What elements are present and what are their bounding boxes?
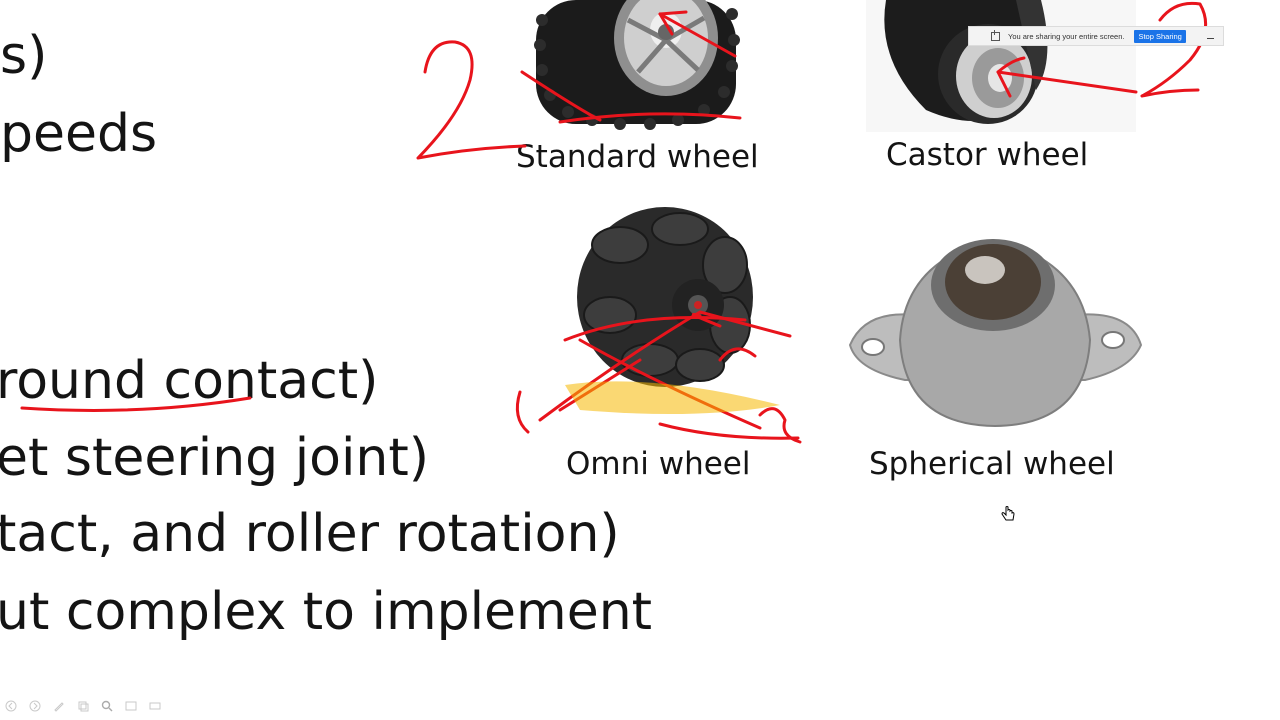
share-screen-icon — [991, 29, 1000, 41]
more-icon[interactable] — [146, 699, 164, 713]
bullet-text-1: s) — [0, 26, 48, 86]
screen-share-notification: You are sharing your entire screen. Stop… — [968, 26, 1224, 46]
bullet-text-3: round contact) — [0, 351, 379, 411]
slideshow-toolbar — [2, 699, 164, 713]
bullet-text-6: ut complex to implement — [0, 582, 653, 642]
spherical-wheel-label: Spherical wheel — [869, 446, 1115, 482]
castor-wheel-label: Castor wheel — [886, 137, 1089, 173]
grid-icon[interactable] — [122, 699, 140, 713]
hand-cursor-icon — [1001, 506, 1015, 521]
omni-wheel-label: Omni wheel — [566, 446, 751, 482]
stop-sharing-button[interactable]: Stop Sharing — [1134, 29, 1186, 43]
bullet-text-2: peeds — [0, 104, 158, 164]
omni-wheel-image — [577, 207, 753, 387]
copy-icon[interactable] — [74, 699, 92, 713]
share-message: You are sharing your entire screen. — [1008, 31, 1125, 41]
bullet-text-4: et steering joint) — [0, 428, 430, 488]
castor-wheel-image — [866, 0, 1136, 132]
zoom-icon[interactable] — [98, 699, 116, 713]
standard-wheel-image — [534, 0, 740, 130]
minimize-share-bar-button[interactable] — [1207, 32, 1215, 40]
previous-icon[interactable] — [2, 699, 20, 713]
standard-wheel-label: Standard wheel — [516, 139, 759, 175]
bullet-text-5: tact, and roller rotation) — [0, 504, 620, 564]
next-icon[interactable] — [26, 699, 44, 713]
pen-icon[interactable] — [50, 699, 68, 713]
spherical-wheel-image — [848, 238, 1143, 428]
